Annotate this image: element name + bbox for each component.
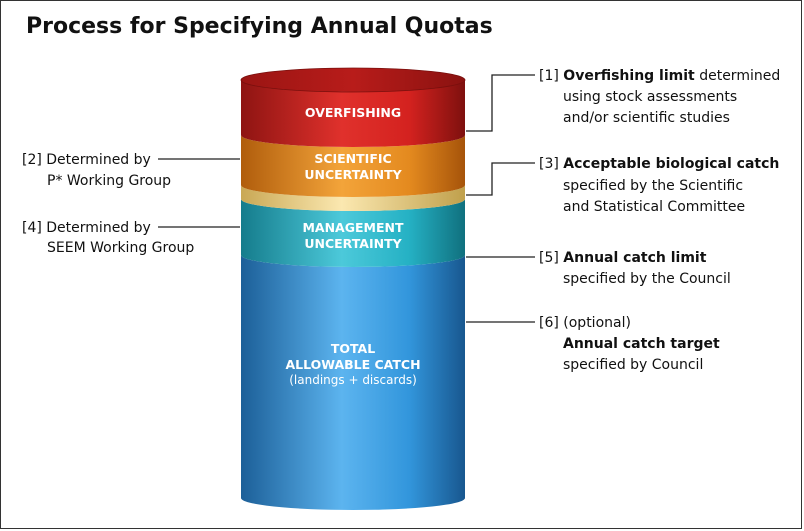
annotation-6-line2: Annual catch target [563, 336, 720, 352]
segment-buffer [241, 185, 465, 211]
annotation-6-line1: [6] (optional) [539, 315, 631, 331]
annotation-3-line2: specified by the Scientific [563, 178, 743, 194]
leader-line-1 [466, 74, 535, 132]
total-label-line1: TOTAL [331, 341, 375, 356]
segment-total-allowable-catch [241, 255, 465, 510]
cylinder-top [240, 67, 466, 93]
annotation-1-line2: using stock assessments [563, 89, 737, 105]
segment-scientific-uncertainty [241, 135, 465, 197]
scientific-label-line2: UNCERTAINTY [304, 167, 402, 182]
annotation-2-line2: P* Working Group [47, 173, 171, 189]
annotation-3-line1: [3] Acceptable biological catch [539, 156, 779, 172]
annotation-3-line3: and Statistical Committee [563, 199, 745, 215]
annotation-5-line1: [5] Annual catch limit [539, 250, 707, 266]
diagram-title: Process for Specifying Annual Quotas [26, 14, 493, 39]
overfishing-label: OVERFISHING [305, 105, 401, 120]
annotation-2-line1: [2] Determined by [22, 152, 151, 168]
management-label-line2: UNCERTAINTY [304, 236, 402, 251]
segment-management-uncertainty [241, 199, 465, 267]
segment-overfishing [241, 80, 465, 147]
management-label-line1: MANAGEMENT [302, 220, 403, 235]
annotation-1-line3: and/or scientific studies [563, 110, 730, 126]
scientific-label-line1: SCIENTIFIC [314, 151, 391, 166]
annotation-6-line3: specified by Council [563, 357, 703, 373]
total-label-line3: (landings + discards) [289, 373, 417, 387]
catch-cylinder [240, 67, 466, 510]
annotation-5-line2: specified by the Council [563, 271, 731, 287]
annotation-4-line1: [4] Determined by [22, 220, 151, 236]
total-label-line2: ALLOWABLE CATCH [285, 357, 420, 372]
annotation-1-line1: [1] Overfishing limit determined [539, 68, 780, 84]
annotation-4-line2: SEEM Working Group [47, 240, 194, 256]
leader-line-3 [466, 162, 535, 196]
